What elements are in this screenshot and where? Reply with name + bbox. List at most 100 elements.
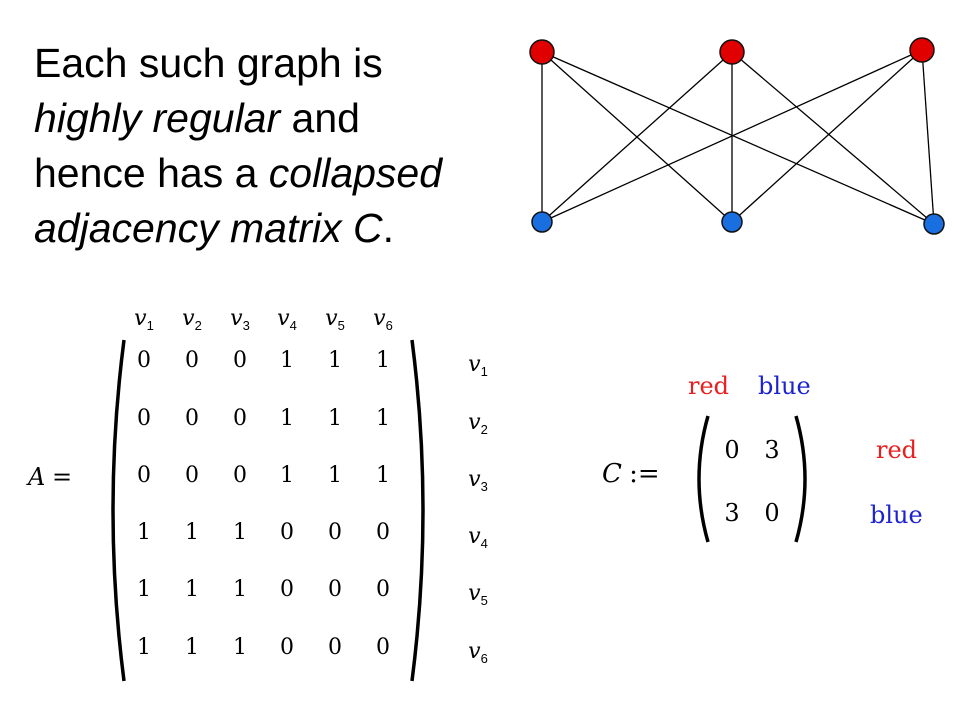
graph-edge [541,51,733,223]
matrix-a-cell: 0 [185,348,199,373]
row-var: v [468,581,481,606]
matrix-a-cell: 1 [376,406,390,431]
matrix-a-cell: 0 [233,406,247,431]
heading-line-1: Each such graph is [34,36,524,91]
row-var: v [468,467,481,492]
matrix-a-cell: 1 [328,406,342,431]
matrix-c-col-label-red: red [688,372,730,400]
matrix-a-cell: 1 [328,463,342,488]
adjacency-matrix-term: adjacency matrix C [34,205,383,251]
column-index: 4 [289,318,297,333]
heading-period: . [382,205,395,251]
bipartite-graph [529,37,945,235]
matrix-a-cell: 1 [376,348,390,373]
red-vertex [909,37,935,63]
column-index: 2 [194,318,202,333]
column-var: v [182,306,195,331]
matrix-c-label: C := [602,458,660,489]
matrix-a-row-label: v5 [458,580,498,608]
graph-edge [731,51,935,225]
matrix-a-equals: = [52,463,73,491]
graph-edge [541,51,935,225]
matrix-a-cell: 0 [328,635,342,660]
matrix-a-cell: 0 [233,348,247,373]
matrix-c-row-label-blue: blue [870,501,923,529]
matrix-a-cell: 0 [137,406,151,431]
matrix-a-row-label: v3 [458,466,498,494]
blue-vertex [923,213,945,235]
row-var: v [468,639,481,664]
heading-line-2-text: and [280,95,360,141]
row-index: 5 [480,593,488,608]
matrix-a-cell: 0 [137,463,151,488]
matrix-c-col-label-blue: blue [758,372,811,400]
matrix-a-cell: 1 [137,635,151,660]
matrix-a-row-label: v4 [458,523,498,551]
matrix-a-name: A [28,463,46,491]
matrix-a-cell: 1 [233,635,247,660]
matrix-a-cell: 0 [137,348,151,373]
row-var: v [468,352,481,377]
graph-edge [921,49,935,225]
graph-edge [731,49,923,223]
row-index: 2 [480,422,488,437]
matrix-c-cell: 3 [764,436,780,464]
matrix-a-cell: 0 [328,577,342,602]
matrix-c: C := red blue red blue 0 3 3 0 [590,360,960,560]
matrix-c-right-paren [794,415,807,543]
matrix-a-right-paren [410,339,425,682]
matrix-a-label: A = [28,463,72,492]
matrix-a-left-paren [111,339,126,682]
matrix-a-column-header: v2 [172,305,212,333]
heading-line-3: hence has a collapsed [34,146,524,201]
matrix-a-cell: 1 [137,520,151,545]
row-var: v [468,410,481,435]
matrix-a-cell: 0 [376,520,390,545]
matrix-c-cell: 0 [724,436,740,464]
column-var: v [325,306,338,331]
heading-line-1-text: Each such graph is [34,40,383,86]
matrix-a-cell: 0 [280,635,294,660]
graph-edges [541,49,935,225]
row-index: 3 [480,479,488,494]
matrix-a-cell: 1 [185,520,199,545]
red-vertex [719,39,745,65]
matrix-a-cell: 1 [280,348,294,373]
matrix-a-column-header: v3 [220,305,260,333]
row-var: v [468,524,481,549]
column-var: v [373,306,386,331]
matrix-a-cell: 1 [137,577,151,602]
matrix-a-cell: 0 [185,463,199,488]
matrix-a-cell: 1 [280,406,294,431]
collapsed-term: collapsed [268,150,443,196]
matrix-a-cell: 0 [280,520,294,545]
matrix-a-column-header: v5 [315,305,355,333]
heading-line-4: adjacency matrix C. [34,201,524,256]
matrix-a-cell: 1 [376,463,390,488]
matrix-a-column-header: v6 [363,305,403,333]
column-index: 3 [242,318,250,333]
row-index: 1 [480,364,488,379]
heading-line-3-text: hence has a [34,150,269,196]
column-var: v [230,306,243,331]
matrix-a-column-header: v4 [267,305,307,333]
matrix-a-cell: 0 [328,520,342,545]
slide-heading: Each such graph is highly regular and he… [34,36,524,256]
matrix-a-row-label: v2 [458,409,498,437]
matrix-c-assign: := [629,459,660,489]
matrix-a-cell: 1 [233,577,247,602]
matrix-a-cell: 1 [280,463,294,488]
graph-nodes [529,37,945,235]
row-index: 4 [480,536,488,551]
matrix-c-cell: 0 [764,499,780,527]
matrix-a-row-label: v1 [458,351,498,379]
matrix-a-row-label: v6 [458,638,498,666]
column-var: v [134,306,147,331]
matrix-a-cell: 0 [233,463,247,488]
matrix-a-cell: 1 [233,520,247,545]
column-index: 1 [146,318,154,333]
blue-vertex [531,211,553,233]
matrix-a-cell: 0 [280,577,294,602]
red-vertex [529,39,555,65]
matrix-c-row-label-red: red [876,436,918,464]
